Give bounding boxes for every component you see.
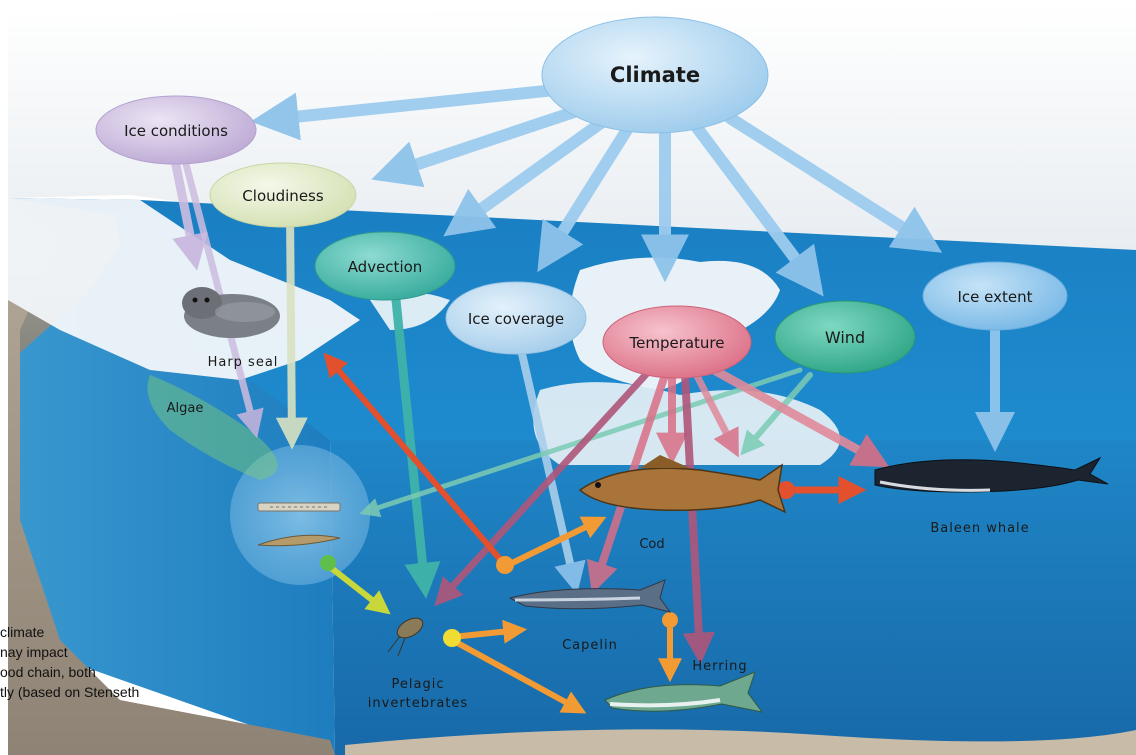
- arrow-temperature-herring: [681, 371, 715, 665]
- phytoplankton: [230, 445, 370, 585]
- pelagic-label-line1: Pelagic: [392, 677, 445, 692]
- caption-line-3: ood chain, both: [0, 664, 96, 680]
- ice-floe-left: [8, 198, 360, 380]
- harp-seal-image: [182, 287, 280, 338]
- node-ice-extent-label: Ice extent: [957, 288, 1032, 306]
- node-temperature: Temperature: [602, 305, 752, 379]
- node-cloudiness: Cloudiness: [209, 162, 357, 228]
- arrow-pelagic-herring: [449, 637, 587, 714]
- node-ice-extent: Ice extent: [922, 261, 1068, 331]
- caption-line-1: climate: [0, 624, 45, 640]
- arrow-ice-conditions-harp-seal: [170, 155, 208, 271]
- node-temperature-label: Temperature: [628, 334, 724, 352]
- arrow-climate-advection: [443, 114, 611, 237]
- seabed: [345, 729, 1136, 755]
- pelagic-invertebrate-image: [387, 617, 424, 657]
- node-ice-conditions-label: Ice conditions: [124, 122, 228, 140]
- ice-floe-small: [370, 292, 450, 330]
- baleen-whale-label: Baleen whale: [930, 521, 1029, 536]
- cod-label: Cod: [639, 537, 664, 552]
- node-cloudiness-label: Cloudiness: [242, 187, 324, 205]
- arrow-pelagic-cod: [505, 516, 607, 568]
- sea-front-face: [330, 440, 1136, 755]
- node-ice-conditions: Ice conditions: [95, 95, 257, 165]
- capelin-image: [508, 579, 672, 613]
- harp-seal-label: Harp seal: [208, 355, 279, 370]
- cod-image: [578, 455, 787, 514]
- algae-patch: [147, 375, 278, 480]
- arrow-temperature-pelagic: [434, 366, 654, 607]
- capelin-label: Capelin: [562, 638, 618, 653]
- arrow-climate-ice-coverage: [537, 119, 636, 273]
- arrow-pelagic-capelin: [449, 619, 528, 644]
- arrow-temperature-whale: [700, 360, 890, 468]
- arrow-phyto-pelagic: [327, 564, 391, 615]
- arrow-advection-pelagic: [390, 285, 441, 599]
- herring-label: Herring: [692, 659, 747, 674]
- node-ice-coverage: Ice coverage: [445, 281, 587, 355]
- node-climate: Climate: [541, 16, 769, 134]
- caption-line-2: nay impact: [0, 644, 68, 660]
- arrow-temperature-cod-right: [691, 368, 739, 458]
- node-wind: Wind: [774, 300, 916, 374]
- figure-caption: climate nay impact ood chain, both tly (…: [0, 622, 330, 702]
- herring-image: [604, 671, 764, 713]
- arrow-wind-cod: [740, 372, 813, 456]
- arrow-climate-cloudiness: [371, 104, 586, 188]
- node-climate-label: Climate: [610, 63, 700, 87]
- arrow-pelagic-harp-seal: [323, 352, 508, 568]
- node-advection-label: Advection: [348, 258, 423, 276]
- pelagic-label-line2: invertebrates: [368, 696, 468, 711]
- arrow-climate-ice-conditions: [250, 84, 561, 141]
- node-ice-coverage-label: Ice coverage: [468, 310, 564, 328]
- arrow-ice-coverage-capelin: [516, 341, 586, 595]
- node-advection: Advection: [314, 231, 456, 301]
- algae-label: Algae: [167, 401, 204, 416]
- origin-dots: [320, 481, 795, 647]
- arrow-climate-wind: [689, 119, 824, 297]
- node-wind-label: Wind: [825, 328, 865, 347]
- climate-arrows: [250, 84, 943, 297]
- caption-line-4: tly (based on Stenseth: [0, 684, 140, 700]
- baleen-whale-image: [874, 456, 1109, 493]
- arrow-climate-ice-extent: [724, 112, 943, 253]
- arrow-cloudiness-algae: [275, 208, 308, 450]
